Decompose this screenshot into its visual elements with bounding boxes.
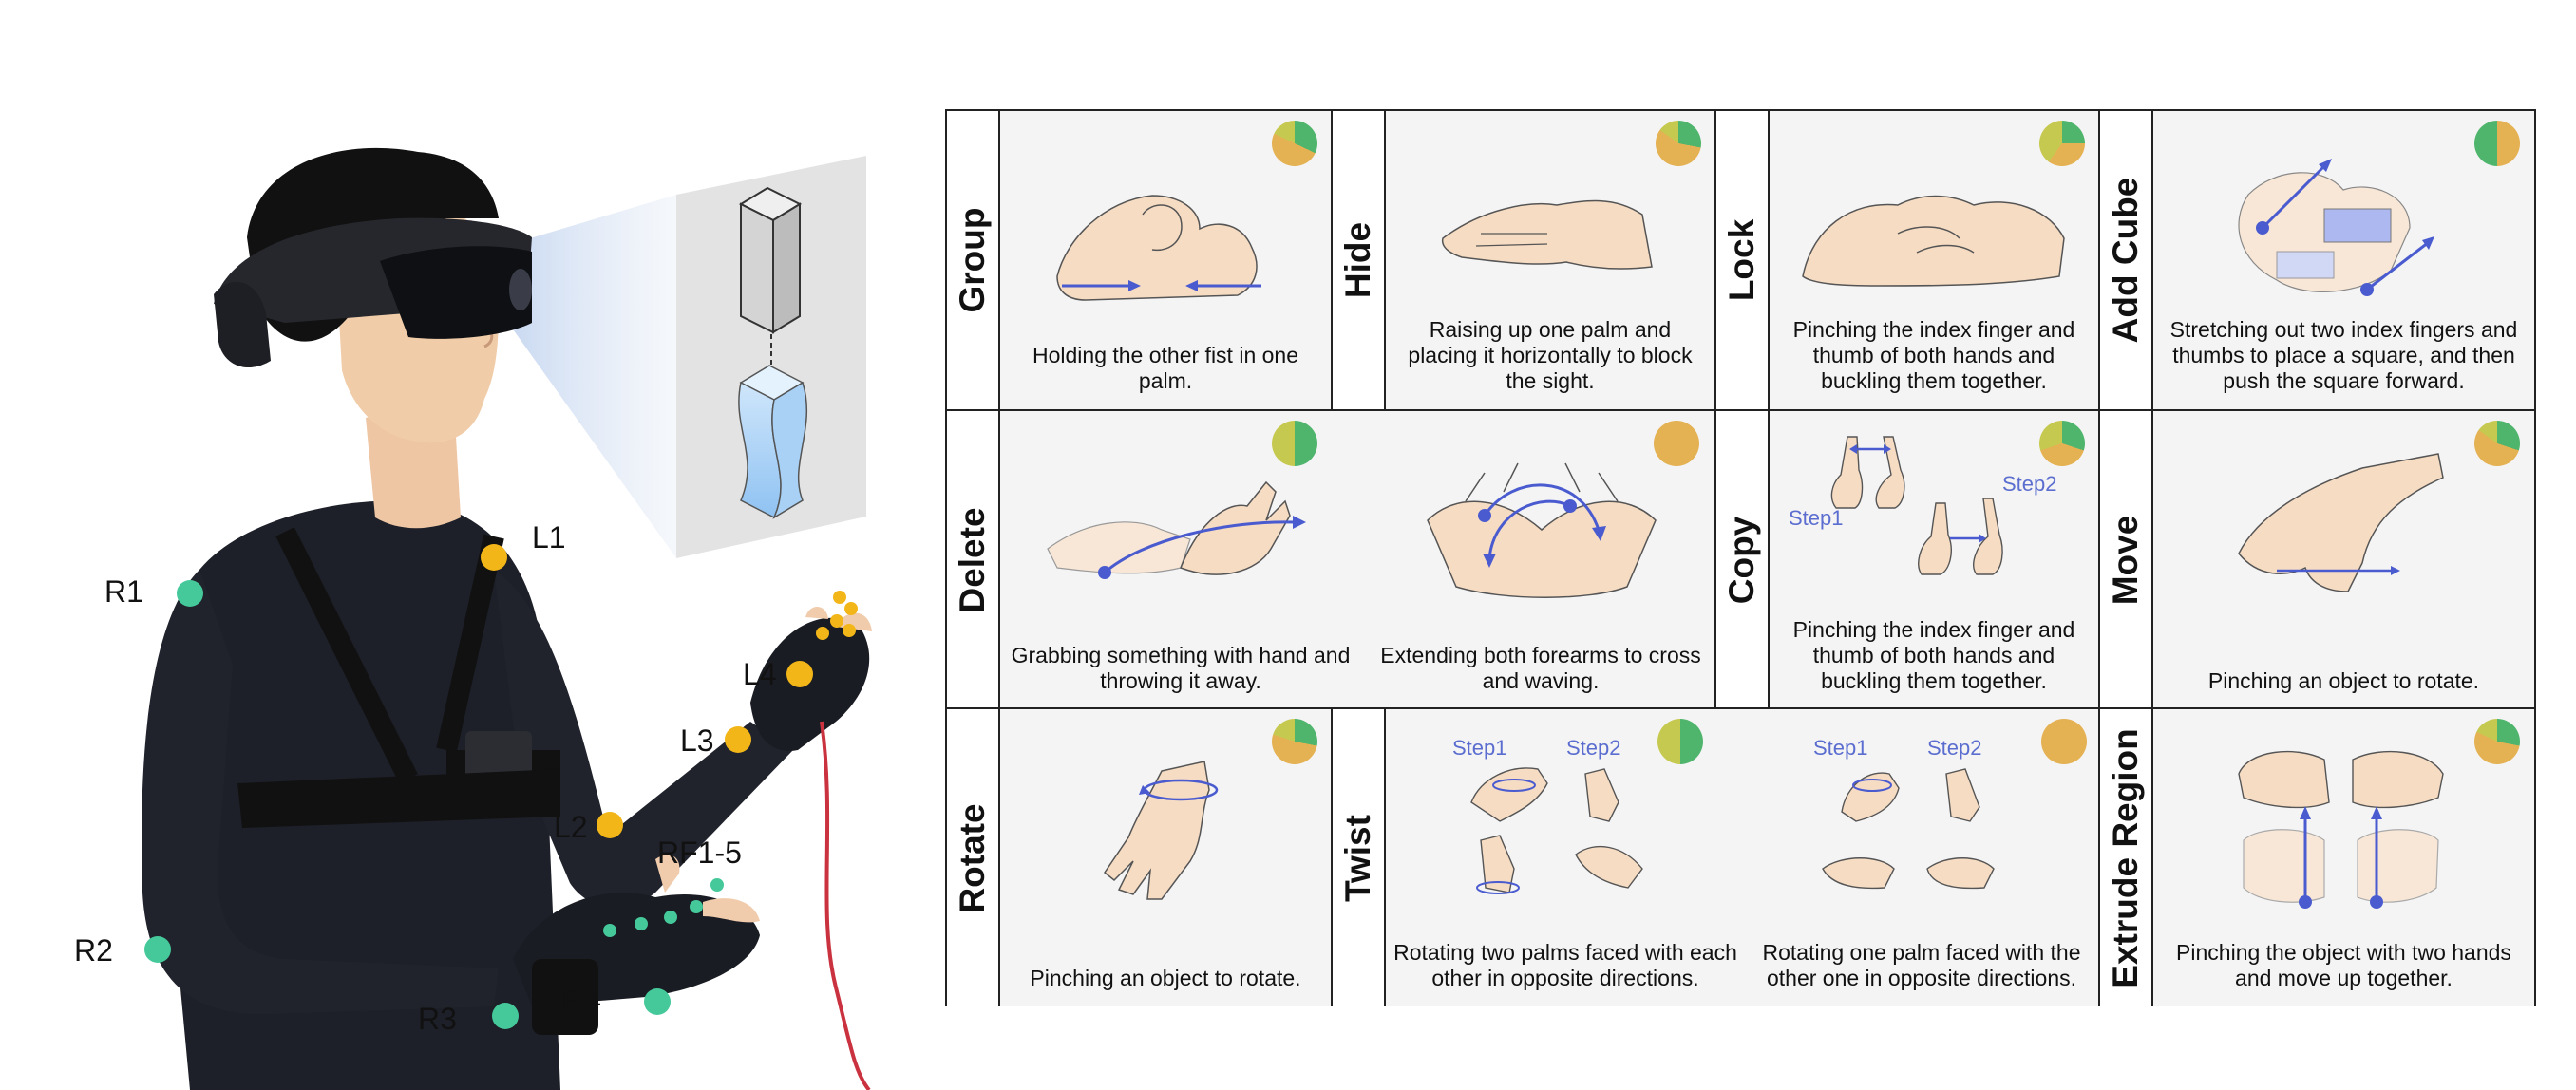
- pie-chart-icon: [2474, 121, 2520, 166]
- left-arm: [494, 570, 793, 909]
- pie-chart-icon: [1272, 421, 1317, 466]
- step1-label: Step1: [1452, 736, 1507, 760]
- left-glove: [750, 617, 870, 751]
- hand-rotate-icon: [1103, 761, 1219, 900]
- gesture-label-copy: Copy: [1716, 411, 1770, 709]
- gesture-cell-add-cube: Stretching out two index fingers and thu…: [2153, 111, 2534, 409]
- headset-visor: [380, 246, 532, 339]
- gesture-cell-twist: Step1 Step2 Step1 Step2 Rotating two pal…: [1386, 709, 2098, 1006]
- label-L1: L1: [532, 520, 566, 554]
- right-arm: [142, 570, 500, 1015]
- pie-chart-icon: [2039, 121, 2085, 166]
- pie-chart-icon: [2039, 421, 2085, 466]
- pie-chart-icon: [2474, 421, 2520, 466]
- gesture-caption: Stretching out two index fingers and thu…: [2169, 317, 2518, 393]
- hand-palm-icon: [1441, 199, 1653, 270]
- gesture-caption: Rotating two palms faced with each other…: [1393, 940, 1737, 990]
- marker-L3: [725, 726, 751, 753]
- pie-chart-icon: [1657, 719, 1703, 764]
- pie-chart-icon: [2474, 719, 2520, 764]
- gesture-row-3: Rotate Pinching an object to rotate. Twi…: [947, 707, 2534, 1006]
- gesture-label-twist: Twist: [1333, 709, 1386, 1006]
- gesture-label-move: Move: [2100, 411, 2153, 709]
- gesture-label-extrude-region: Extrude Region: [2100, 709, 2153, 1006]
- gesture-caption: Pinching an object to rotate.: [2207, 668, 2480, 693]
- gesture-label-rotate: Rotate: [947, 709, 1000, 1006]
- pie-chart-icon: [2041, 719, 2087, 764]
- hand-move-icon: [2238, 453, 2444, 592]
- gesture-label-add-cube: Add Cube: [2100, 111, 2153, 409]
- marker-L1: [481, 544, 507, 571]
- gesture-label-hide: Hide: [1333, 111, 1386, 409]
- gesture-caption: Pinching an object to rotate.: [1030, 966, 1301, 990]
- gesture-cell-extrude-region: Pinching the object with two hands and m…: [2153, 709, 2534, 1006]
- marker-L4: [786, 661, 813, 687]
- gesture-label-lock: Lock: [1716, 111, 1770, 409]
- gesture-caption-alt: Extending both forearms to cross and wav…: [1380, 643, 1701, 693]
- gesture-label-delete: Delete: [947, 411, 1000, 709]
- hand-throw-icon: [1047, 480, 1306, 579]
- label-L4: L4: [743, 657, 777, 691]
- hands-twist-alt-icon: Step1 Step2: [1813, 736, 1995, 890]
- pie-chart-icon: [1654, 421, 1699, 466]
- label-L2: L2: [554, 810, 588, 844]
- gesture-caption: Grabbing something with hand and throwin…: [1011, 643, 1351, 693]
- label-R2: R2: [74, 933, 113, 968]
- marker-R1: [177, 580, 203, 607]
- gesture-caption-alt: Rotating one palm faced with the other o…: [1762, 940, 2081, 990]
- pie-chart-icon: [1272, 121, 1317, 166]
- step2-label: Step2: [1566, 736, 1621, 760]
- label-L3: L3: [680, 724, 714, 758]
- gesture-caption: Pinching the index finger and thumb of b…: [1792, 317, 2075, 393]
- hands-extrude-icon: [2238, 750, 2444, 909]
- gesture-caption: Holding the other fist in one palm.: [1032, 343, 1298, 393]
- marker-R4: [644, 988, 671, 1015]
- view-beam: [502, 195, 676, 558]
- gesture-table: Group Holding the other fist in one palm…: [945, 109, 2536, 1006]
- label-RF: RF1-5: [657, 836, 742, 870]
- step1-label: Step1: [1789, 506, 1844, 530]
- pie-chart-icon: [1272, 719, 1317, 764]
- gesture-caption: Pinching the index finger and thumb of b…: [1792, 617, 2075, 693]
- pie-chart-icon: [1656, 121, 1701, 166]
- gesture-label-group: Group: [947, 111, 1000, 409]
- cable: [820, 721, 871, 1090]
- projection-panel: [676, 156, 866, 558]
- hands-cross-icon: [1427, 462, 1657, 598]
- gesture-row-2: Delete Grabbing something with: [947, 409, 2534, 709]
- marker-R3: [492, 1003, 519, 1029]
- gesture-row-1: Group Holding the other fist in one palm…: [947, 111, 2534, 409]
- gesture-cell-group: Holding the other fist in one palm.: [1000, 111, 1331, 409]
- hands-add-cube-icon: [2238, 159, 2434, 296]
- hands-copy-icon: Step1 Step2: [1789, 436, 2057, 575]
- marker-L2: [597, 812, 623, 838]
- hands-twist-icon: Step1 Step2: [1452, 736, 1643, 894]
- gesture-cell-lock: Pinching the index finger and thumb of b…: [1770, 111, 2098, 409]
- label-R4: R4: [562, 983, 601, 1017]
- step1-label: Step1: [1813, 736, 1868, 760]
- gesture-cell-copy: Step1 Step2 Pinching the index finger an…: [1770, 411, 2098, 709]
- gesture-cell-rotate: Pinching an object to rotate.: [1000, 709, 1331, 1006]
- hands-lock-icon: [1802, 195, 2065, 287]
- gesture-cell-delete: Grabbing something with hand and throwin…: [1000, 411, 1714, 709]
- gesture-cell-hide: Raising up one palm and placing it horiz…: [1386, 111, 1714, 409]
- label-R3: R3: [418, 1002, 457, 1036]
- gesture-cell-move: Pinching an object to rotate.: [2153, 411, 2534, 709]
- step2-label: Step2: [2002, 472, 2057, 496]
- hands-group-icon: [1056, 195, 1261, 301]
- gesture-caption: Raising up one palm and placing it horiz…: [1408, 317, 1693, 393]
- gesture-caption: Pinching the object with two hands and m…: [2176, 940, 2511, 990]
- label-R1: R1: [104, 574, 143, 609]
- marker-R2: [144, 936, 171, 963]
- wrist-controller: [532, 959, 598, 1035]
- step2-label: Step2: [1927, 736, 1982, 760]
- participant-illustration: L1 R1 L4 L3 L2 RF1-5 R2 R3 R4: [0, 0, 940, 1090]
